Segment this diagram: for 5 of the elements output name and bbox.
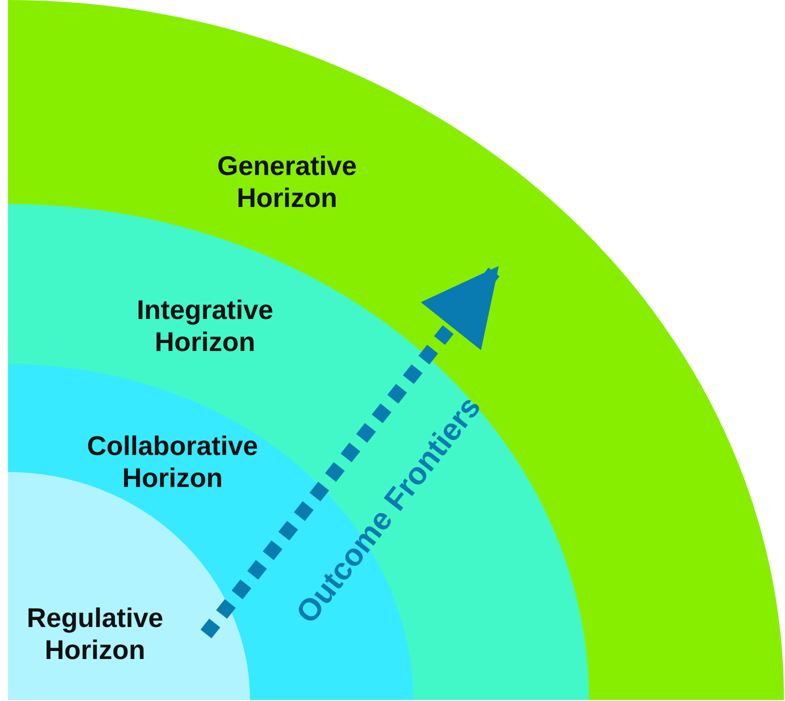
band-label: Generative Horizon xyxy=(216,150,358,215)
dashed-arrow xyxy=(200,266,500,638)
band-label: Regulative Horizon xyxy=(26,602,164,667)
band-label: Integrative Horizon xyxy=(136,294,274,359)
band-label: Collaborative Horizon xyxy=(86,430,260,495)
